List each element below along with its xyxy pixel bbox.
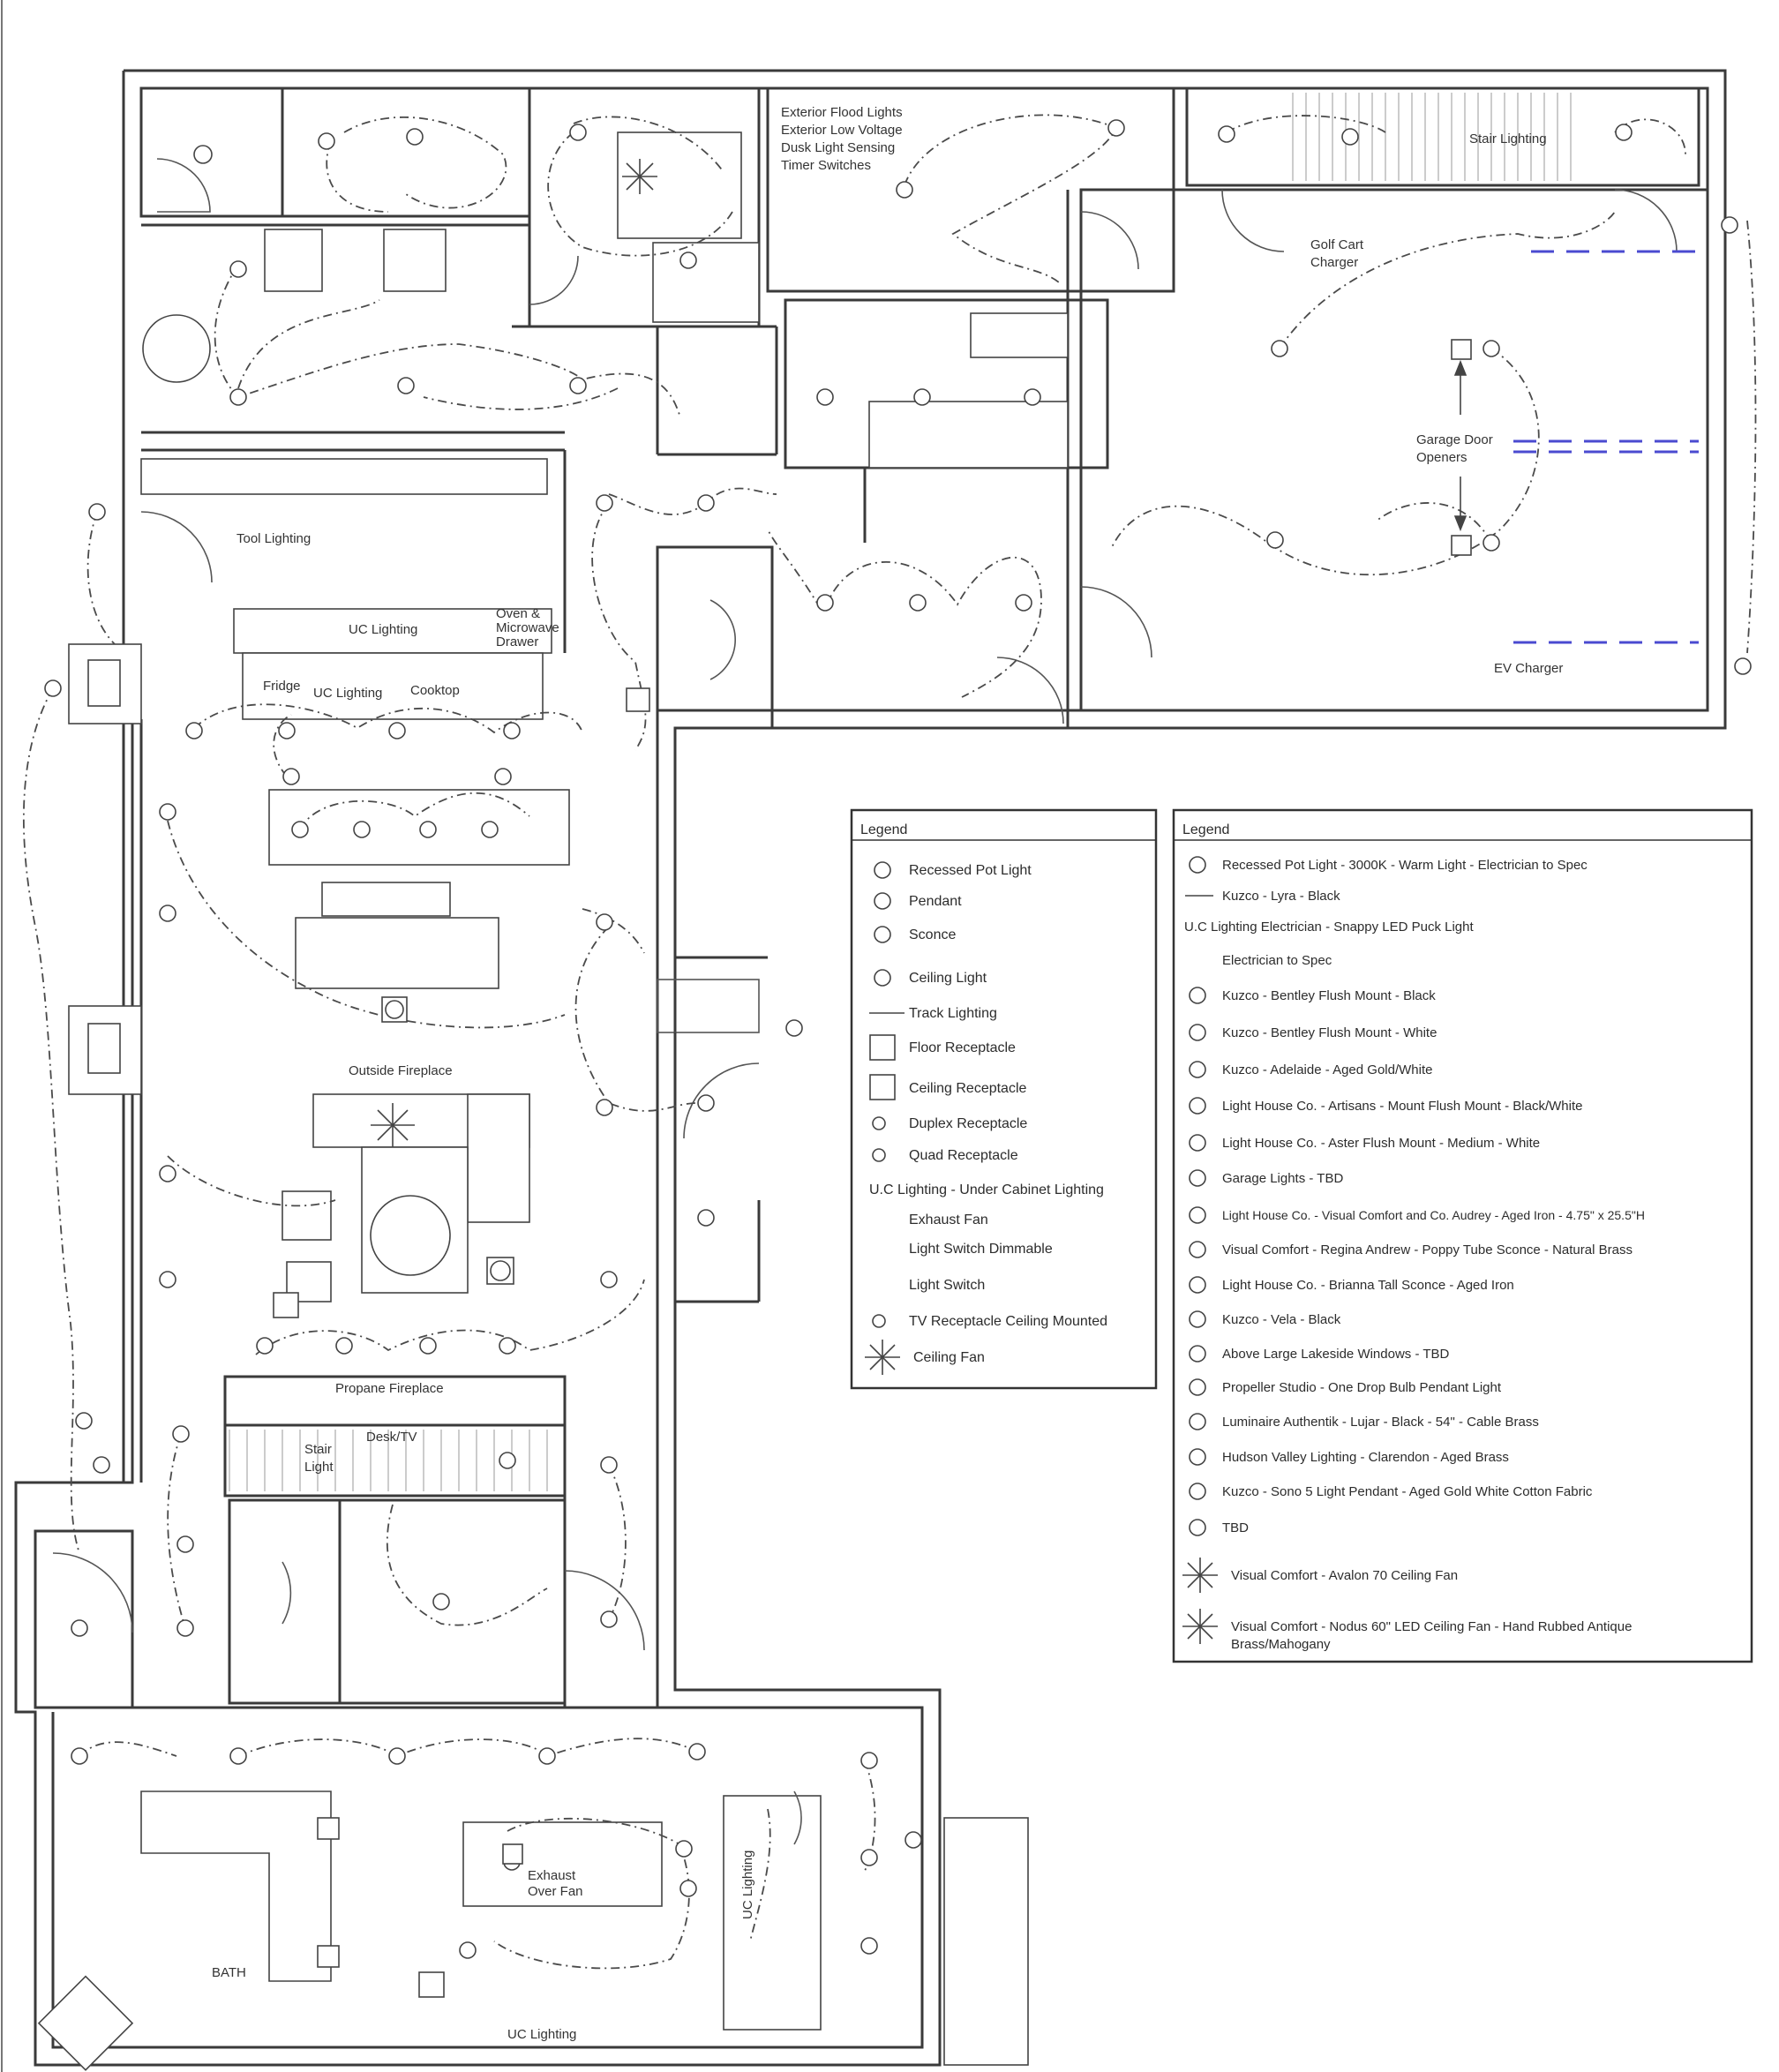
legend-item: Recessed Pot Light (909, 863, 1032, 878)
light-symbols (44, 119, 1752, 1959)
label-oven-3: Drawer (496, 634, 538, 649)
fixtures (37, 93, 1572, 2071)
legend-item: Kuzco - Vela - Black (1222, 1312, 1341, 1327)
legend-item: Kuzco - Bentley Flush Mount - White (1222, 1025, 1437, 1040)
label-uc-lighting-2: UC Lighting (313, 686, 382, 701)
label-exterior-4: Timer Switches (781, 158, 871, 173)
legend-right-title: Legend (1182, 822, 1229, 837)
legend-item: Kuzco - Sono 5 Light Pendant - Aged Gold… (1222, 1484, 1593, 1499)
label-garage-openers: Openers (1416, 450, 1467, 465)
door-swings (52, 158, 1678, 1845)
label-exterior-3: Dusk Light Sensing (781, 140, 895, 155)
legend-item: Light Switch (909, 1278, 985, 1293)
plan-text: Exterior Flood Lights Exterior Low Volta… (212, 105, 1563, 2042)
legend-item: Quad Receptacle (909, 1148, 1018, 1163)
label-stair-light: Light (304, 1460, 334, 1475)
legend-item: Ceiling Light (909, 971, 987, 986)
label-exterior-2: Exterior Low Voltage (781, 123, 903, 138)
legend-right-box (1172, 808, 1753, 1663)
legend-item: Pendant (909, 894, 962, 909)
interior-walls (34, 86, 1709, 1709)
legend-item: Brass/Mahogany (1231, 1637, 1331, 1652)
legend-item: Light Switch Dimmable (909, 1242, 1053, 1257)
legend-item: Kuzco - Bentley Flush Mount - Black (1222, 988, 1436, 1003)
legend-item: Recessed Pot Light - 3000K - Warm Light … (1222, 858, 1588, 873)
legend-item: Visual Comfort - Nodus 60" LED Ceiling F… (1231, 1619, 1632, 1634)
label-golf-cart: Golf Cart (1310, 237, 1364, 252)
legend-item: U.C Lighting Electrician - Snappy LED Pu… (1184, 920, 1474, 935)
legend-left-title: Legend (860, 822, 907, 837)
label-uc-lighting-1: UC Lighting (349, 622, 417, 637)
label-bath: BATH (212, 1965, 246, 1980)
legend-item: Floor Receptacle (909, 1040, 1016, 1055)
legend-item: Luminaire Authentik - Lujar - Black - 54… (1222, 1415, 1539, 1430)
label-exhaust: Exhaust (528, 1868, 576, 1883)
label-exhaust-fan: Over Fan (528, 1884, 583, 1899)
legend-item: Visual Comfort - Regina Andrew - Poppy T… (1222, 1242, 1633, 1257)
label-stair: Stair (304, 1442, 332, 1457)
label-outside-fireplace: Outside Fireplace (349, 1063, 453, 1078)
label-uc-lighting-bar: UC Lighting (507, 2027, 576, 2042)
legend-item: Garage Lights - TBD (1222, 1171, 1343, 1186)
label-exterior-1: Exterior Flood Lights (781, 105, 903, 120)
label-golf-cart-charger: Charger (1310, 255, 1358, 270)
legend-item: Duplex Receptacle (909, 1116, 1027, 1131)
label-stair-lighting: Stair Lighting (1469, 131, 1547, 146)
legend-item: Hudson Valley Lighting - Clarendon - Age… (1222, 1450, 1509, 1465)
legend-item: Track Lighting (909, 1006, 997, 1021)
legend-item: Propeller Studio - One Drop Bulb Pendant… (1222, 1380, 1502, 1395)
legend-item: TV Receptacle Ceiling Mounted (909, 1314, 1107, 1329)
legend-item: Visual Comfort - Avalon 70 Ceiling Fan (1231, 1568, 1458, 1583)
legend-item: Ceiling Receptacle (909, 1081, 1027, 1096)
label-desk: Desk/TV (366, 1430, 417, 1445)
legend-item: U.C Lighting - Under Cabinet Lighting (869, 1182, 1104, 1197)
legend-item: TBD (1222, 1520, 1249, 1535)
ceiling-fan-icon (371, 159, 657, 1147)
label-ev-charger: EV Charger (1494, 661, 1563, 676)
legend-left: Legend Recessed Pot Light Pendant Sconce… (860, 822, 1107, 1365)
legend-item: Electrician to Spec (1222, 953, 1332, 968)
label-fridge: Fridge (263, 679, 301, 694)
receptacles (273, 339, 1472, 1998)
label-uc-lighting-vertical: UC Lighting (740, 1851, 755, 1919)
legend-item: Kuzco - Adelaide - Aged Gold/White (1222, 1062, 1432, 1077)
legend-item: Light House Co. - Aster Flush Mount - Me… (1222, 1136, 1540, 1151)
garage-door-arrows (1453, 359, 1467, 532)
legend-item: Ceiling Fan (913, 1350, 985, 1365)
legend-item: Above Large Lakeside Windows - TBD (1222, 1347, 1450, 1362)
legend-item: Exhaust Fan (909, 1212, 988, 1227)
legend-item: Light House Co. - Artisans - Mount Flush… (1222, 1099, 1583, 1114)
garage-doors (1513, 250, 1699, 644)
label-propane-fireplace: Propane Fireplace (335, 1381, 444, 1396)
legend-left-box (850, 808, 1158, 1390)
label-cooktop: Cooktop (410, 683, 460, 698)
legend-item: Light House Co. - Brianna Tall Sconce - … (1222, 1278, 1514, 1293)
label-tool-lighting: Tool Lighting (236, 531, 311, 546)
legend-right: Legend Recessed Pot Light - 3000K - Warm… (1182, 822, 1645, 1652)
label-oven-2: Microwave (496, 620, 559, 635)
legend-item: Kuzco - Lyra - Black (1222, 889, 1340, 904)
label-garage-door: Garage Door (1416, 432, 1493, 447)
label-oven-1: Oven & (496, 606, 540, 621)
legend-item: Light House Co. - Visual Comfort and Co.… (1222, 1208, 1645, 1222)
legend-item: Sconce (909, 927, 956, 942)
